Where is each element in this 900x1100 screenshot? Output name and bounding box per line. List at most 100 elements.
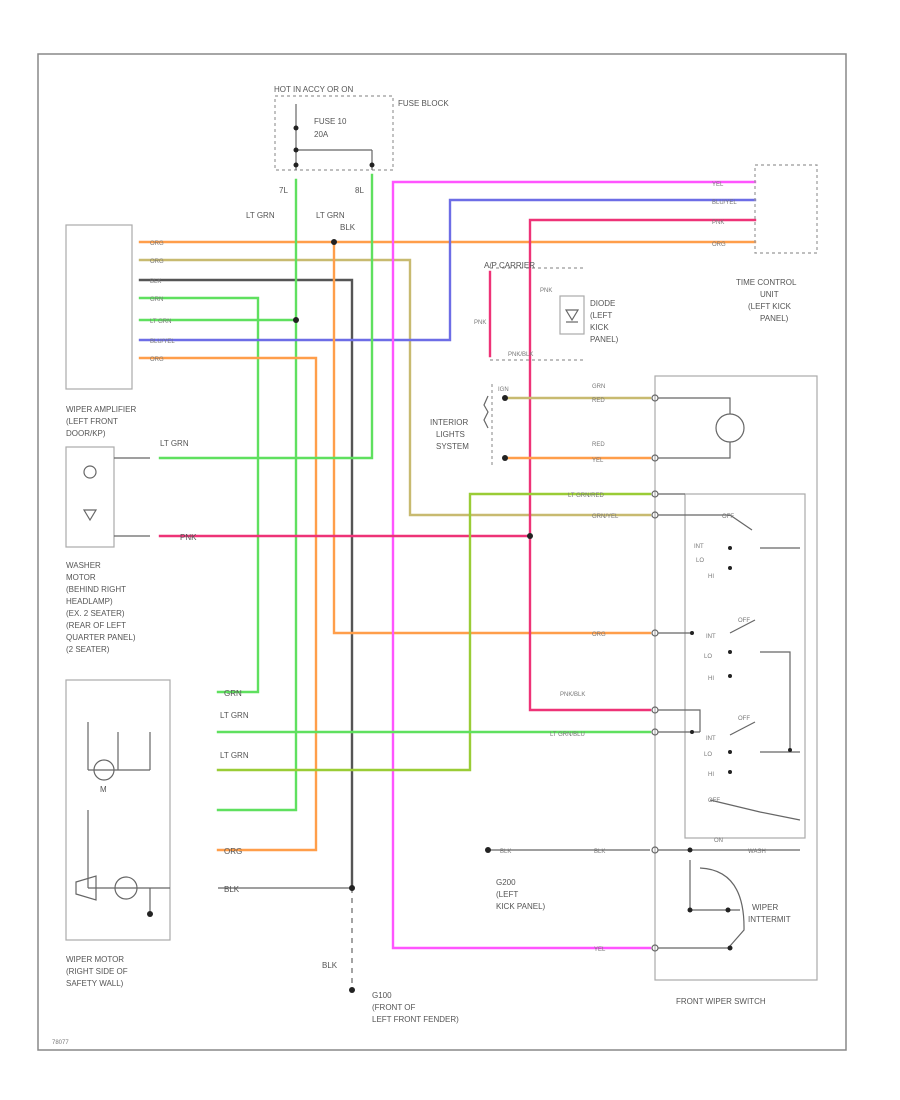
wire-ltgrn-fuse [216, 178, 298, 812]
tcu-wire-bluyel: BLU/YEL [712, 200, 737, 206]
tcu-label-2: UNIT [760, 290, 779, 299]
diode-label-2: (LEFT [590, 311, 612, 320]
wire-yel-violet [391, 180, 757, 950]
interior-lights: IGN INTERIOR LIGHTS SYSTEM GRN RED RED Y… [430, 384, 605, 465]
g200-blk: BLK [500, 849, 511, 855]
wiper-motor: M WIPER MOTOR (RIGHT SIDE OF SAFETY WALL… [65, 679, 171, 988]
washer-motor: WASHER MOTOR (BEHIND RIGHT HEADLAMP) (EX… [65, 446, 150, 654]
interior-red: RED [592, 398, 605, 404]
interior-yel: YEL [592, 458, 604, 464]
label-blk-top: BLK [340, 223, 356, 232]
sw-off-3: OFF [738, 716, 750, 722]
washer-label-5: (EX. 2 SEATER) [66, 609, 125, 618]
wire-grn-motor [138, 296, 260, 694]
interior-ign: IGN [498, 387, 509, 393]
diode-label-4: PANEL) [590, 335, 619, 344]
label-motor-ltgrn-blk: LT GRN [220, 711, 249, 720]
label-motor-grn: GRN [224, 689, 242, 698]
g200-label-1: G200 [496, 878, 516, 887]
sw-int-3: INT [706, 736, 716, 742]
washer-label-1: WASHER [66, 561, 101, 570]
label-motor-org: ORG [224, 847, 242, 856]
washer-label-3: (BEHIND RIGHT [66, 585, 126, 594]
sw-hi-3: HI [708, 772, 714, 778]
label-ltgrn-red-sw: LT GRN/RED [568, 493, 604, 499]
washer-label-7: QUARTER PANEL) [66, 633, 136, 642]
label-ltgrn-blu-sw: LT GRN/BLU [550, 732, 585, 738]
motor-m-label: M [100, 785, 107, 794]
label-washer-ltgrn: LT GRN [160, 439, 189, 448]
wire-org-switch [332, 240, 652, 635]
wire-ltgrn-red [216, 492, 652, 772]
label-blk-sw: BLK [594, 849, 605, 855]
label-org-sw: ORG [592, 632, 606, 638]
motor-label-3: SAFETY WALL) [66, 979, 124, 988]
sw-hi-2: HI [708, 676, 714, 682]
sw-wash: WASH [748, 849, 766, 855]
footer-code: 78077 [52, 1040, 69, 1046]
diode: A/P CARRIER PNK PNK/BLK PNK DIODE (LEFT … [474, 261, 619, 361]
sw-hi-1: HI [708, 574, 714, 580]
wires [138, 173, 757, 950]
tcu-wire-pnk: PNK [712, 220, 724, 226]
interior-red-2: RED [592, 442, 605, 448]
fuse-rating-1: FUSE 10 [314, 117, 347, 126]
sw-off-2: OFF [738, 618, 750, 624]
washer-label-4: HEADLAMP) [66, 597, 113, 606]
fuse-term-8l: 8L [355, 186, 364, 195]
g200-label-3: KICK PANEL) [496, 902, 546, 911]
amp-label-3: DOOR/KP) [66, 429, 106, 438]
motor-label-1: WIPER MOTOR [66, 955, 124, 964]
ground-g200: BLK G200 (LEFT KICK PANEL) [496, 849, 546, 911]
tcu-wire-yel: YEL [712, 182, 724, 188]
interior-label-1: INTERIOR [430, 418, 468, 427]
sw-intermit-1: WIPER [752, 903, 778, 912]
time-control-unit: YEL BLU/YEL PNK ORG TIME CONTROL UNIT (L… [712, 164, 818, 323]
fuse-block: HOT IN ACCY OR ON FUSE BLOCK FUSE 10 20A… [274, 85, 449, 195]
label-pnk-blk-sw: PNK/BLK [560, 692, 585, 698]
g100-label-1: G100 [372, 991, 392, 1000]
washer-label-2: MOTOR [66, 573, 96, 582]
wire-ltgrn-washer [158, 173, 374, 460]
amp-pin-2: ORG [150, 259, 164, 265]
diode-pnk-side: PNK [474, 320, 486, 326]
g200-label-2: (LEFT [496, 890, 518, 899]
label-washer-pnk: PNK [180, 533, 197, 542]
wire-org-motor [138, 356, 318, 852]
diode-pnk: PNK [540, 288, 552, 294]
sw-off-4: OFF [708, 798, 720, 804]
sw-intermit-2: INTTERMIT [748, 915, 791, 924]
interior-label-3: SYSTEM [436, 442, 469, 451]
diode-pnkblk: PNK/BLK [508, 352, 533, 358]
sw-off-1: OFF [722, 514, 734, 520]
sw-int-2: INT [706, 634, 716, 640]
switch-title: FRONT WIPER SWITCH [676, 997, 766, 1006]
sw-int-1: INT [694, 544, 704, 550]
amp-pin-5: LT GRN [150, 319, 171, 325]
interior-label-2: LIGHTS [436, 430, 465, 439]
g100-blk: BLK [322, 961, 338, 970]
diode-top-label: A/P CARRIER [484, 261, 535, 270]
g100-label-2: (FRONT OF [372, 1003, 416, 1012]
tcu-label-4: PANEL) [760, 314, 789, 323]
splice-dots [293, 239, 533, 993]
diode-label-3: KICK [590, 323, 609, 332]
amp-pin-1: ORG [150, 241, 164, 247]
tcu-wire-org: ORG [712, 242, 726, 248]
amp-pin-3: BLK [150, 279, 161, 285]
fuse-block-title: FUSE BLOCK [398, 99, 449, 108]
sw-lo-1: LO [696, 558, 704, 564]
g100-label-3: LEFT FRONT FENDER) [372, 1015, 459, 1024]
amp-label-2: (LEFT FRONT [66, 417, 118, 426]
wiper-amplifier: ORG ORG BLK GRN LT GRN BLU/YEL ORG WIPER… [65, 224, 175, 438]
amp-label-1: WIPER AMPLIFIER [66, 405, 136, 414]
label-motor-ltgrn-red: LT GRN [220, 751, 249, 760]
sw-on: ON [714, 838, 723, 844]
front-wiper-switch: INT OFF LO HI INT OFF LO HI INT OFF LO H… [651, 375, 818, 1006]
wire-blk-ground [138, 278, 354, 890]
sw-lo-3: LO [704, 752, 712, 758]
fuse-power-label: HOT IN ACCY OR ON [274, 85, 353, 94]
tcu-label-3: (LEFT KICK [748, 302, 792, 311]
amp-pin-4: GRN [150, 297, 163, 303]
